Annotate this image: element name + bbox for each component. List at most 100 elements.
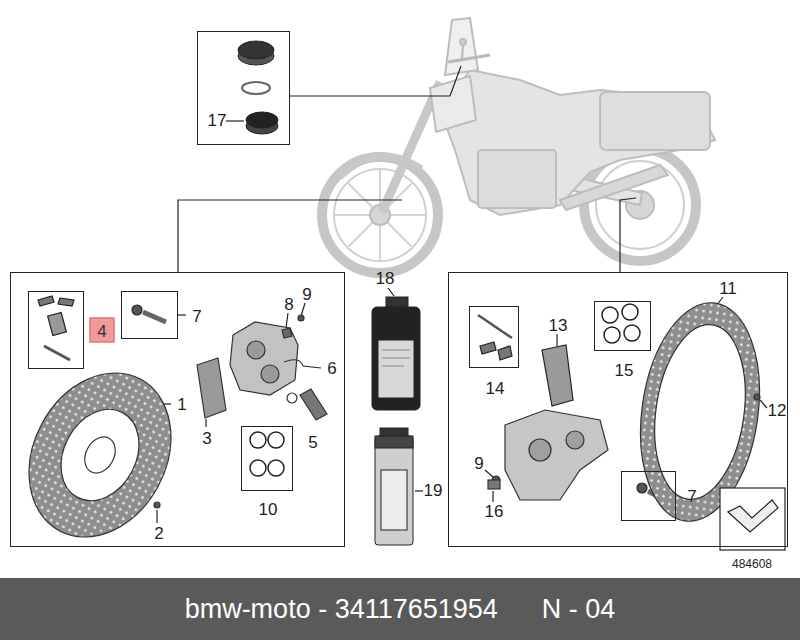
part-number-text: N - 04: [542, 594, 616, 625]
spray-can-part: [381, 470, 407, 530]
leader-line-part: [760, 400, 767, 408]
callout-number: 19: [424, 481, 443, 501]
front-brake-panel: 12356894710: [10, 272, 345, 547]
callout-number: 9: [474, 454, 483, 474]
motorcycle-part: [348, 183, 412, 247]
part-box: 7: [121, 291, 178, 339]
motorcycle: [322, 18, 715, 273]
o-ring-set-part: [624, 325, 640, 341]
leader-line-part: [620, 198, 636, 272]
rear-brake-disc-part: [754, 394, 760, 400]
rear-pad-kit-part: [478, 315, 512, 338]
front-caliper-part: [298, 315, 304, 321]
o-ring-set-part: [250, 432, 266, 448]
leader-line-part: [290, 66, 461, 96]
front-caliper-part: [247, 341, 265, 359]
front-brake-disc-part: [154, 502, 160, 508]
direction-symbol: [720, 488, 785, 550]
motorcycle-part: [445, 18, 478, 75]
callout-number: 5: [308, 433, 317, 453]
brake-pad-kit-part: [38, 296, 54, 306]
rear-pad-kit-part: [498, 346, 512, 360]
front-caliper-part: [261, 365, 279, 383]
leader-line-part: [178, 314, 186, 315]
leader-line-part: [156, 510, 157, 523]
reservoir-cap: [238, 41, 278, 134]
part-box: 10: [241, 426, 293, 491]
front-brake-disc-part: [46, 396, 155, 515]
callout-number: 17: [208, 111, 227, 131]
bleeder-screw-part: [637, 483, 647, 493]
bleeder-screw-part: [143, 312, 166, 322]
callout-number: 14: [486, 379, 505, 399]
reservoir-cap-part: [242, 82, 270, 94]
callout-number: 16: [485, 502, 504, 522]
callout-number: 6: [327, 359, 336, 379]
leader-line-part: [388, 288, 394, 296]
leader-line-part: [556, 334, 557, 346]
o-ring-set-part: [622, 304, 638, 320]
leader-line-part: [492, 491, 493, 502]
part-box: 15: [594, 301, 651, 351]
brake-pad-kit-part: [58, 298, 74, 306]
rear-caliper: [488, 410, 608, 500]
callout-number: 7: [687, 487, 696, 507]
leader-line-part: [301, 303, 305, 316]
part-box: 4: [28, 291, 84, 369]
callout-number: 7: [192, 307, 201, 327]
callout-number: 12: [768, 401, 787, 421]
o-ring-set-part: [602, 307, 618, 323]
brake-fluid-bottle-part: [372, 307, 420, 410]
callout-number: 10: [259, 500, 278, 520]
front-caliper-part: [282, 328, 292, 338]
brake-fluid-bottle-part: [382, 366, 404, 367]
leader-line-part: [226, 120, 244, 121]
brake-pad-kit-part: [44, 346, 70, 360]
front-caliper: [197, 315, 327, 420]
spray-can: [375, 428, 413, 545]
image-id: 484608: [732, 554, 772, 574]
rear-caliper-part: [505, 410, 608, 500]
brake-fluid-bottle-part: [378, 340, 414, 398]
leader-line-part: [205, 419, 206, 427]
callout-number: 13: [549, 316, 568, 336]
direction-symbol-part: [728, 500, 778, 532]
reservoir-cap-part: [246, 112, 278, 128]
front-caliper-part: [197, 358, 226, 418]
o-ring-set-part: [268, 432, 284, 448]
motorcycle-part: [448, 55, 490, 62]
bleeder-screw-part: [132, 305, 142, 315]
rear-pad-kit: [478, 315, 573, 406]
motorcycle-part: [334, 169, 426, 261]
front-caliper-part: [284, 360, 303, 366]
part-number-banner: bmw-moto - 34117651954N - 04: [0, 578, 800, 640]
motorcycle-part: [430, 76, 476, 132]
callout-number: 11: [719, 279, 737, 299]
brake-fluid-bottle-part: [382, 358, 410, 359]
leader-line-part: [485, 470, 493, 477]
motorcycle-part: [340, 156, 422, 178]
callout-number: 18: [376, 269, 395, 289]
leader-line-part: [178, 200, 402, 272]
front-caliper-part: [300, 389, 327, 420]
callout-number: 1: [177, 395, 186, 415]
brake-fluid-bottle-part: [382, 350, 410, 351]
motorcycle-part: [600, 92, 710, 150]
rear-brake-panel: 11 12 13 9 16 14 15 7: [448, 272, 788, 547]
front-brake-disc-part: [1, 348, 198, 562]
rear-caliper-part: [488, 480, 500, 489]
front-caliper-part: [230, 322, 298, 395]
rear-pad-kit-part: [480, 342, 496, 354]
brake-pad-kit: [38, 296, 74, 360]
part-box: 17: [197, 31, 290, 145]
part-box: 7: [621, 471, 676, 521]
motorcycle-part: [322, 157, 438, 273]
rear-pad-kit-part: [542, 345, 573, 406]
callout-number: 15: [615, 361, 634, 381]
direction-symbol-part: [720, 488, 785, 550]
callout-number: 2: [154, 524, 163, 544]
rear-caliper-part: [566, 431, 584, 449]
motorcycle-part: [440, 70, 715, 215]
o-ring-set-part: [250, 460, 266, 476]
callout-number: 8: [284, 295, 293, 315]
